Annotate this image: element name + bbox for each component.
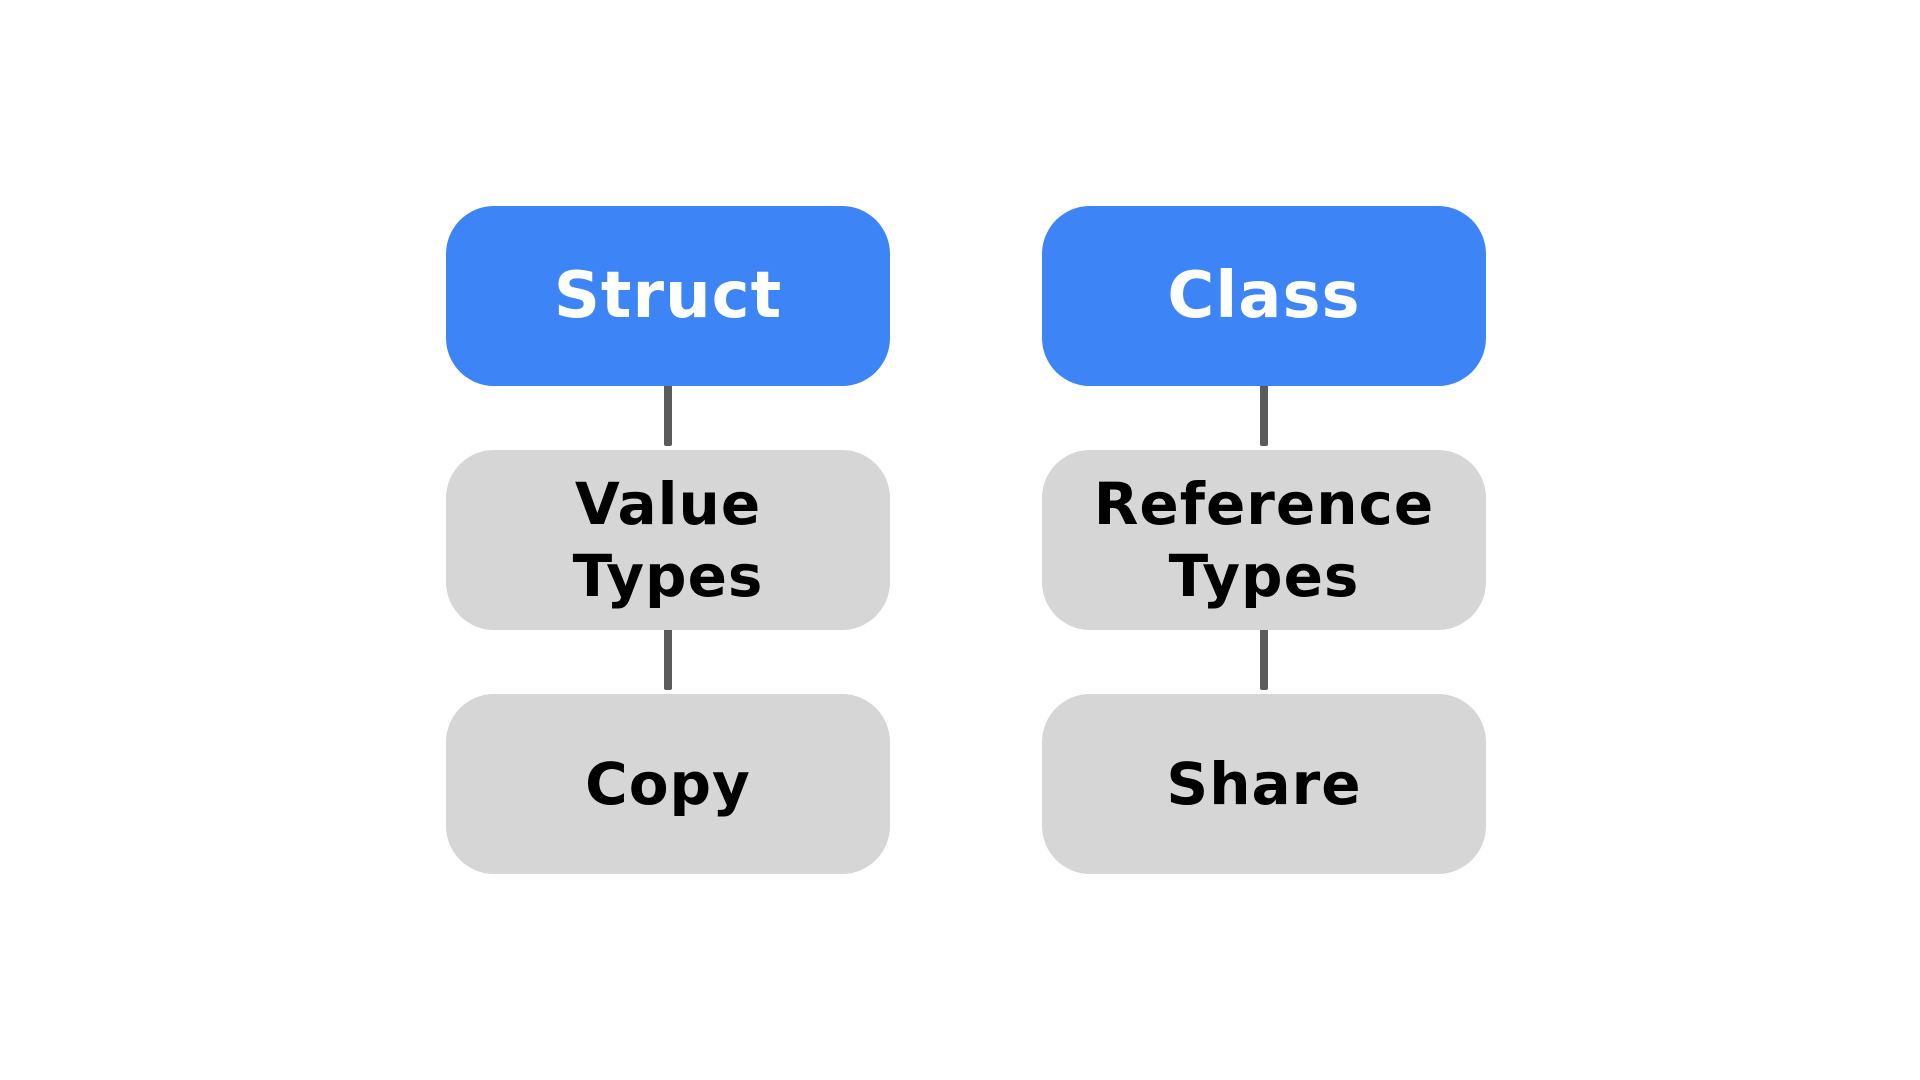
copy-label: Copy bbox=[585, 749, 751, 818]
struct-column: Struct Value Types Copy bbox=[446, 206, 890, 880]
struct-connector-2 bbox=[664, 622, 672, 690]
struct-connector-1 bbox=[664, 378, 672, 446]
class-header-label: Class bbox=[1167, 259, 1361, 333]
struct-header-label: Struct bbox=[553, 259, 783, 333]
class-connector-1 bbox=[1260, 378, 1268, 446]
class-column: Class Reference Types Share bbox=[1042, 206, 1486, 880]
class-header-node: Class bbox=[1042, 206, 1486, 386]
class-connector-2 bbox=[1260, 622, 1268, 690]
reference-types-node: Reference Types bbox=[1042, 450, 1486, 630]
share-node: Share bbox=[1042, 694, 1486, 874]
reference-types-label: Reference Types bbox=[1093, 469, 1435, 611]
share-label: Share bbox=[1166, 749, 1362, 818]
value-types-node: Value Types bbox=[446, 450, 890, 630]
value-types-label: Value Types bbox=[572, 469, 764, 611]
struct-header-node: Struct bbox=[446, 206, 890, 386]
copy-node: Copy bbox=[446, 694, 890, 874]
